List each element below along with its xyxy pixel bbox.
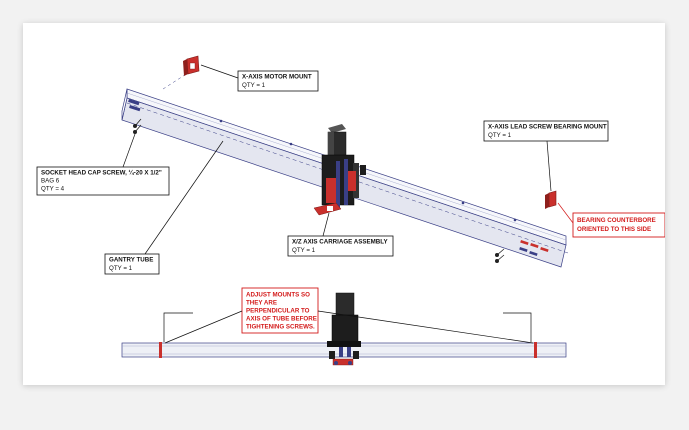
callout-adjust-note: ADJUST MOUNTS SO THEY ARE PERPENDICULAR … bbox=[164, 287, 534, 344]
adjust-note-line-5: TIGHTENING SCREWS. bbox=[246, 324, 315, 331]
socket-screws-left bbox=[133, 118, 142, 134]
socket-screws-right bbox=[495, 248, 505, 263]
socket-screw-bag: BAG 6 bbox=[41, 178, 60, 185]
lead-screw-mount-title: X-AXIS LEAD SCREW BEARING MOUNT bbox=[488, 124, 607, 131]
motor-mount-part bbox=[183, 55, 200, 76]
callout-carriage: X/Z AXIS CARRIAGE ASSEMBLY QTY = 1 bbox=[287, 212, 394, 257]
carriage-qty: QTY = 1 bbox=[292, 247, 316, 254]
carriage-title: X/Z AXIS CARRIAGE ASSEMBLY bbox=[292, 239, 388, 246]
bearing-mount-part bbox=[545, 190, 557, 209]
gantry-tube-title: GANTRY TUBE bbox=[109, 257, 153, 264]
bearing-note-line-2: ORIENTED TO THIS SIDE bbox=[577, 226, 651, 233]
adjust-note-line-1: ADJUST MOUNTS SO bbox=[246, 292, 310, 299]
lead-screw-mount-qty: QTY = 1 bbox=[488, 132, 512, 139]
callout-motor-mount: X-AXIS MOTOR MOUNT QTY = 1 bbox=[200, 64, 319, 92]
carriage-assembly-front bbox=[327, 292, 361, 366]
gantry-tube-qty: QTY = 1 bbox=[109, 265, 133, 272]
front-left-mount bbox=[159, 342, 162, 358]
callout-gantry-tube: GANTRY TUBE QTY = 1 bbox=[104, 140, 224, 275]
callout-socket-screw: SOCKET HEAD CAP SCREW, ¼-20 X 1/2" BAG 6… bbox=[36, 133, 170, 196]
assembly-drawing: X-AXIS MOTOR MOUNT QTY = 1 X-AXIS LEAD S… bbox=[36, 55, 665, 366]
callout-bearing-note: BEARING COUNTERBORE ORIENTED TO THIS SID… bbox=[557, 202, 665, 238]
square-indicator-right bbox=[503, 312, 532, 333]
bearing-note-line-1: BEARING COUNTERBORE bbox=[577, 217, 656, 224]
socket-screw-title: SOCKET HEAD CAP SCREW, ¼-20 X 1/2" bbox=[41, 170, 162, 177]
drawing-sheet: X-AXIS MOTOR MOUNT QTY = 1 X-AXIS LEAD S… bbox=[23, 23, 665, 385]
square-indicator-left bbox=[163, 312, 193, 333]
socket-screw-qty: QTY = 4 bbox=[41, 186, 65, 193]
adjust-note-line-4: AXIS OF TUBE BEFORE bbox=[246, 316, 317, 323]
front-right-mount bbox=[534, 342, 537, 358]
adjust-note-line-3: PERPENDICULAR TO bbox=[246, 308, 310, 315]
motor-mount-qty: QTY = 1 bbox=[242, 82, 266, 89]
tube-end-slots bbox=[519, 239, 549, 256]
carriage-assembly-iso bbox=[313, 124, 366, 216]
gantry-tube-front bbox=[121, 312, 567, 358]
adjust-note-line-2: THEY ARE bbox=[246, 300, 277, 307]
callout-lead-screw-mount: X-AXIS LEAD SCREW BEARING MOUNT QTY = 1 bbox=[483, 120, 609, 192]
motor-mount-title: X-AXIS MOTOR MOUNT bbox=[242, 74, 312, 81]
